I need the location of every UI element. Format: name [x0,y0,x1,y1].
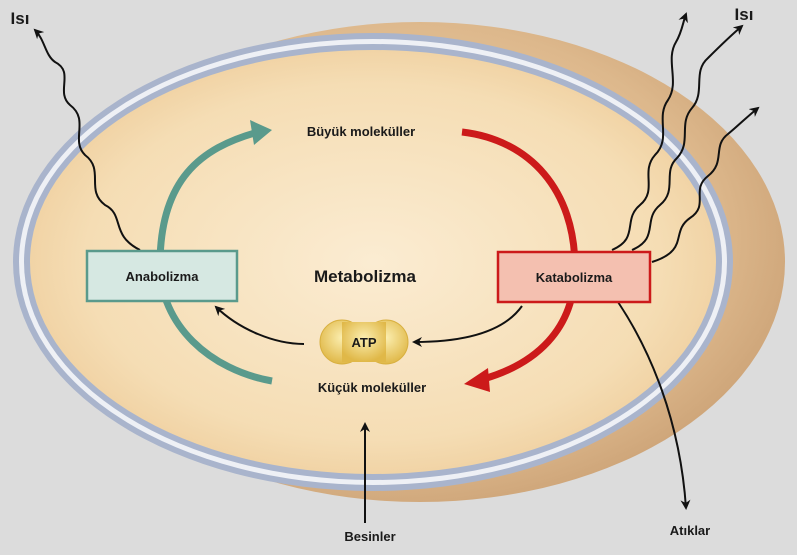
metabolism-title: Metabolizma [314,267,417,286]
catabolism-box: Katabolizma [496,250,652,304]
atp-to-anabolism-arrow [214,305,305,345]
wastes-arrow [617,301,691,510]
heat-arrow-left [33,28,141,251]
anabolism-arrowhead [250,120,272,145]
catabolism-label: Katabolizma [536,270,613,285]
large-molecules-label: Büyük moleküller [307,124,415,139]
small-molecules-label: Küçük moleküller [318,380,426,395]
anabolism-box: Anabolizma [85,249,239,303]
heat-label-right: Isı [735,5,754,24]
heat-arrow-right-2 [631,24,744,251]
heat-arrow-right-3 [651,106,760,263]
catabolism-arrowhead [464,368,490,392]
nutrients-label: Besinler [344,529,395,544]
atp-capsule: ATP [319,319,409,365]
catabolism-to-atp-arrow [412,305,523,347]
atp-label: ATP [351,335,376,350]
wastes-label: Atıklar [670,523,710,538]
anabolism-label: Anabolizma [126,269,200,284]
heat-label-left: Isı [11,9,30,28]
heat-arrow-right-1 [611,12,688,251]
